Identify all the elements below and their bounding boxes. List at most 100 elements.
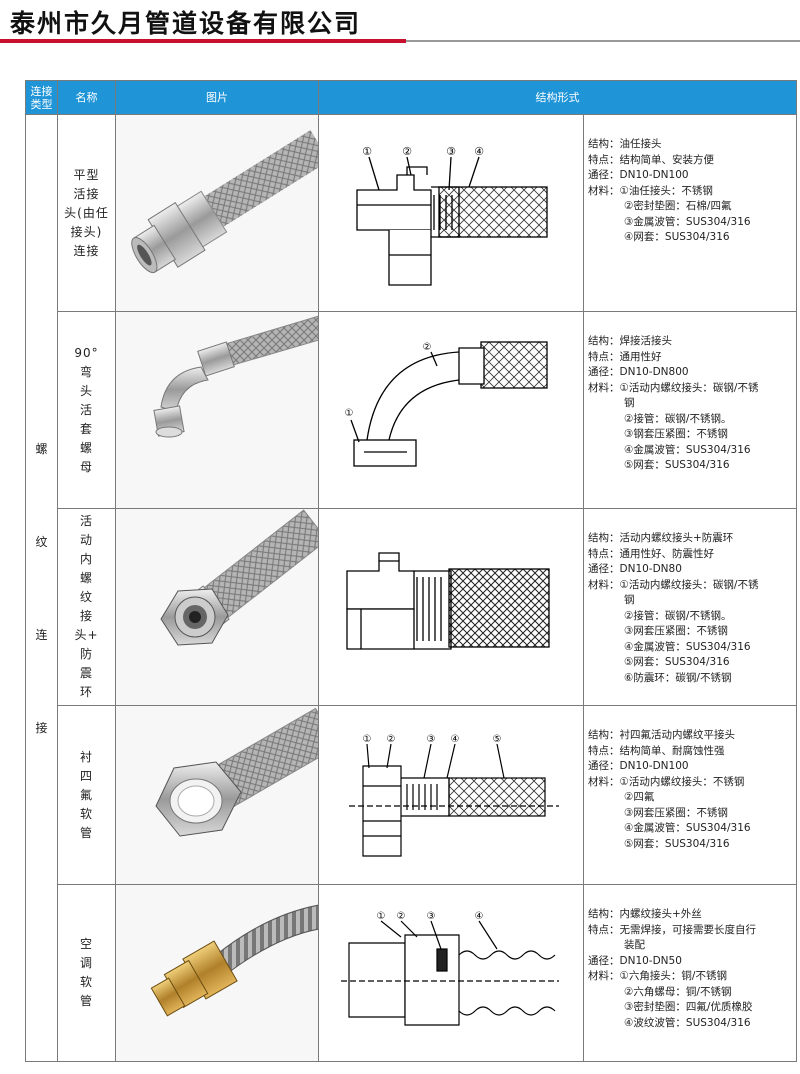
callout-label: ③ <box>427 734 436 745</box>
spec-line: 结构：活动内螺纹接头+防震环 <box>588 532 734 544</box>
spec-line: 结构：衬四氟活动内螺纹平接头 <box>588 729 735 741</box>
ac-joint-diagram: ① ② ③ ④ <box>341 911 559 1026</box>
ac-hose-photo <box>150 904 318 1017</box>
spec-line: 特点：无需焊接，可接需要长度自行 <box>588 923 756 936</box>
spec-line: 材料：①活动内螺纹接头：碳钢/不锈 <box>588 381 759 394</box>
spec-line: 特点：通用性好、防震性好 <box>588 547 714 560</box>
table-row: 空 调 软 管 <box>26 884 797 1062</box>
connection-char: 连 <box>35 628 48 642</box>
spec-line: ④金属波管：SUS304/316 <box>624 640 751 653</box>
spec-line: 钢 <box>624 594 635 606</box>
spec-line: 结构：油任接头 <box>588 138 662 150</box>
union-joint-diagram: ① ② ③ ④ <box>356 145 548 286</box>
antivibration-joint-diagram <box>346 552 550 650</box>
ptfe-hose-photo <box>155 707 318 837</box>
callout-label: ① <box>377 911 386 922</box>
callout-label: ⑤ <box>493 734 502 745</box>
structure-diagram: ① ② ③ ④ <box>318 114 584 312</box>
spec-line: ③网套压紧圈：不锈钢 <box>624 625 728 637</box>
callout-label: ③ <box>446 145 456 158</box>
spec-line: ②密封垫圈：石棉/四氟 <box>624 200 732 212</box>
table-row: 衬 四 氟 软 管 <box>26 705 797 885</box>
table-row: 螺 纹 连 接 平型 活接 头(由任 接头) 连接 <box>25 114 797 1062</box>
structure-diagram: ① ② ③ ④ <box>318 884 584 1062</box>
spec-line: 材料：①活动内螺纹接头：碳钢/不锈 <box>588 578 759 591</box>
ptfe-joint-diagram: ① ② ③ ④ ⑤ <box>349 734 559 857</box>
spec-line: 通径：DN10-DN50 <box>588 954 682 967</box>
product-name: 活 动 内 螺 纹 接 头+ 防 震 环 <box>57 508 116 706</box>
connection-char: 螺 <box>35 442 48 456</box>
structure-description: 结构：油任接头特点：结构简单、安装方便通径：DN10-DN100 材料：①油任接头… <box>583 114 797 312</box>
company-name: 泰州市久月管道设备有限公司 <box>10 9 362 38</box>
header-red-bar <box>0 39 406 43</box>
spec-line: ④金属波管：SUS304/316 <box>624 822 751 834</box>
spec-line: 通径：DN10-DN100 <box>588 169 689 181</box>
structure-diagram: ① ② <box>318 311 584 509</box>
header-grey-line <box>406 40 800 42</box>
product-photo <box>115 884 319 1062</box>
callout-label: ④ <box>451 734 460 745</box>
spec-line: 结构：焊接活接头 <box>588 335 672 347</box>
callout-label: ① <box>362 145 372 158</box>
spec-line: 通径：DN10-DN100 <box>588 760 689 772</box>
spec-line: 材料：①油任接头：不锈钢 <box>588 184 713 197</box>
connection-char: 纹 <box>35 535 48 549</box>
callout-label: ② <box>397 911 406 922</box>
elbow-joint-diagram: ① ② <box>345 341 548 467</box>
spec-line: 材料：①活动内螺纹接头：不锈钢 <box>588 775 745 788</box>
product-name: 衬 四 氟 软 管 <box>57 705 116 885</box>
spec-line: ⑤网套：SUS304/316 <box>624 837 730 850</box>
connection-type-cell: 螺 纹 连 接 <box>25 114 58 1062</box>
structure-description: 结构：内螺纹接头+外丝特点：无需焊接，可接需要长度自行装配通径：DN10-DN5… <box>583 884 797 1062</box>
spec-line: ④金属波管：SUS304/316 <box>624 443 751 456</box>
table-row: 活 动 内 螺 纹 接 头+ 防 震 环 <box>26 508 797 706</box>
spec-line: 结构：内螺纹接头+外丝 <box>588 908 702 920</box>
callout-label: ④ <box>474 145 484 158</box>
spec-line: ②六角螺母：铜/不锈钢 <box>624 985 732 998</box>
elbow-hose-photo <box>153 315 318 438</box>
spec-line: ③钢套压紧圈：不锈钢 <box>624 428 728 440</box>
spec-line: ④波纹波管：SUS304/316 <box>624 1016 751 1029</box>
threaded-hose-photo <box>160 509 318 646</box>
header-picture: 图片 <box>115 80 319 115</box>
header-name: 名称 <box>57 80 116 115</box>
spec-line: ②四氟 <box>624 791 655 803</box>
callout-label: ① <box>363 734 372 745</box>
structure-diagram <box>318 508 584 706</box>
product-photo <box>115 705 319 885</box>
connection-char: 接 <box>35 721 48 735</box>
spec-line: ②接管：碳钢/不锈钢。 <box>624 412 732 425</box>
spec-line: ⑤网套：SUS304/316 <box>624 459 730 471</box>
spec-line: ③金属波管：SUS304/316 <box>624 215 751 228</box>
spec-line: ⑥防震环：碳钢/不锈钢 <box>624 671 732 684</box>
spec-line: ③网套压紧圈：不锈钢 <box>624 806 728 819</box>
product-name: 空 调 软 管 <box>57 884 116 1062</box>
spec-line: 特点：通用性好 <box>588 350 662 363</box>
spec-line: 通径：DN10-DN800 <box>588 366 689 378</box>
product-photo <box>115 311 319 509</box>
product-photo <box>115 508 319 706</box>
callout-label: ② <box>423 342 432 353</box>
structure-description: 结构：活动内螺纹接头+防震环特点：通用性好、防震性好通径：DN10-DN80 材料… <box>583 508 797 706</box>
header-connection-type: 连接 类型 <box>25 80 58 115</box>
spec-line: ②接管：碳钢/不锈钢。 <box>624 609 732 622</box>
callout-label: ② <box>402 145 412 158</box>
structure-diagram: ① ② ③ ④ ⑤ <box>318 705 584 885</box>
spec-table: 连接 类型 名称 图片 结构形式 螺 纹 连 接 平型 活接 头(由任 接头) … <box>25 80 797 1062</box>
callout-label: ② <box>387 734 396 745</box>
spec-line: 通径：DN10-DN80 <box>588 563 682 575</box>
product-name: 平型 活接 头(由任 接头) 连接 <box>57 114 116 312</box>
spec-line: ③密封垫圈：四氟/优质橡胶 <box>624 1001 753 1013</box>
structure-description: 结构：焊接活接头特点：通用性好通径：DN10-DN800 材料：①活动内螺纹接头：… <box>583 311 797 509</box>
product-photo <box>115 114 319 312</box>
callout-label: ③ <box>427 911 436 922</box>
header-structure: 结构形式 <box>318 80 797 115</box>
spec-line: 钢 <box>624 397 635 409</box>
spec-line: ④网套：SUS304/316 <box>624 231 730 243</box>
spec-line: 特点：结构简单、安装方便 <box>588 153 714 166</box>
spec-line: 特点：结构简单、耐腐蚀性强 <box>588 744 725 757</box>
spec-line: ⑤网套：SUS304/316 <box>624 656 730 668</box>
callout-label: ① <box>345 408 354 419</box>
product-name: 90° 弯 头 活 套 螺 母 <box>57 311 116 509</box>
structure-description: 结构：衬四氟活动内螺纹平接头特点：结构简单、耐腐蚀性强通径：DN10-DN100… <box>583 705 797 885</box>
